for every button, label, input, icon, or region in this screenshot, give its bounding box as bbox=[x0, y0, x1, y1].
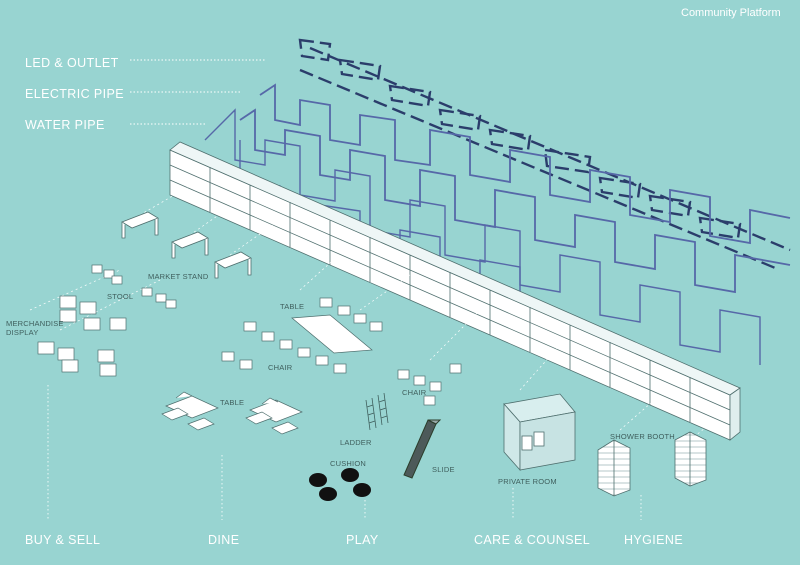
label-stool: STOOL bbox=[107, 292, 134, 301]
label-shower-booth: SHOWER BOOTH bbox=[610, 432, 675, 441]
category-guides bbox=[47, 385, 642, 520]
label-chair-play: CHAIR bbox=[402, 388, 427, 397]
label-merchandise-line2: DISPLAY bbox=[6, 328, 39, 337]
dining-set bbox=[161, 297, 383, 435]
category-hygiene: HYGIENE bbox=[624, 533, 684, 547]
label-private-room: PRIVATE ROOM bbox=[498, 477, 557, 486]
label-cushion: CUSHION bbox=[330, 459, 366, 468]
category-play: PLAY bbox=[346, 533, 379, 547]
cushions bbox=[309, 468, 371, 501]
legend-leaders bbox=[130, 59, 265, 125]
led-outlet-layer bbox=[298, 38, 791, 272]
private-room bbox=[503, 393, 576, 472]
play-chairs bbox=[397, 363, 462, 406]
page-title: Community Platform bbox=[681, 7, 781, 19]
stools bbox=[91, 264, 177, 309]
category-dine: DINE bbox=[208, 533, 240, 547]
legend-electric-pipe: ELECTRIC PIPE bbox=[25, 87, 124, 101]
label-table-lower: TABLE bbox=[220, 398, 245, 407]
label-market-stand: MARKET STAND bbox=[148, 272, 209, 281]
slide bbox=[403, 419, 442, 479]
category-buy-sell: BUY & SELL bbox=[25, 533, 101, 547]
legend-led-outlet: LED & OUTLET bbox=[25, 56, 119, 70]
shelving-unit bbox=[169, 141, 741, 441]
projection-lines bbox=[29, 179, 716, 441]
shower-booths bbox=[597, 431, 707, 497]
electric-pipe-layer bbox=[239, 83, 791, 294]
legend-water-pipe: WATER PIPE bbox=[25, 118, 105, 132]
label-chair-middle: CHAIR bbox=[268, 363, 293, 372]
label-slide: SLIDE bbox=[432, 465, 455, 474]
label-ladder: LADDER bbox=[340, 438, 372, 447]
category-care-counsel: CARE & COUNSEL bbox=[474, 533, 591, 547]
label-merchandise-line1: MERCHANDISE bbox=[6, 319, 64, 328]
label-table-upper: TABLE bbox=[280, 302, 305, 311]
market-stands bbox=[121, 211, 252, 279]
merchandise-displays bbox=[37, 295, 127, 377]
ladders bbox=[365, 392, 389, 431]
